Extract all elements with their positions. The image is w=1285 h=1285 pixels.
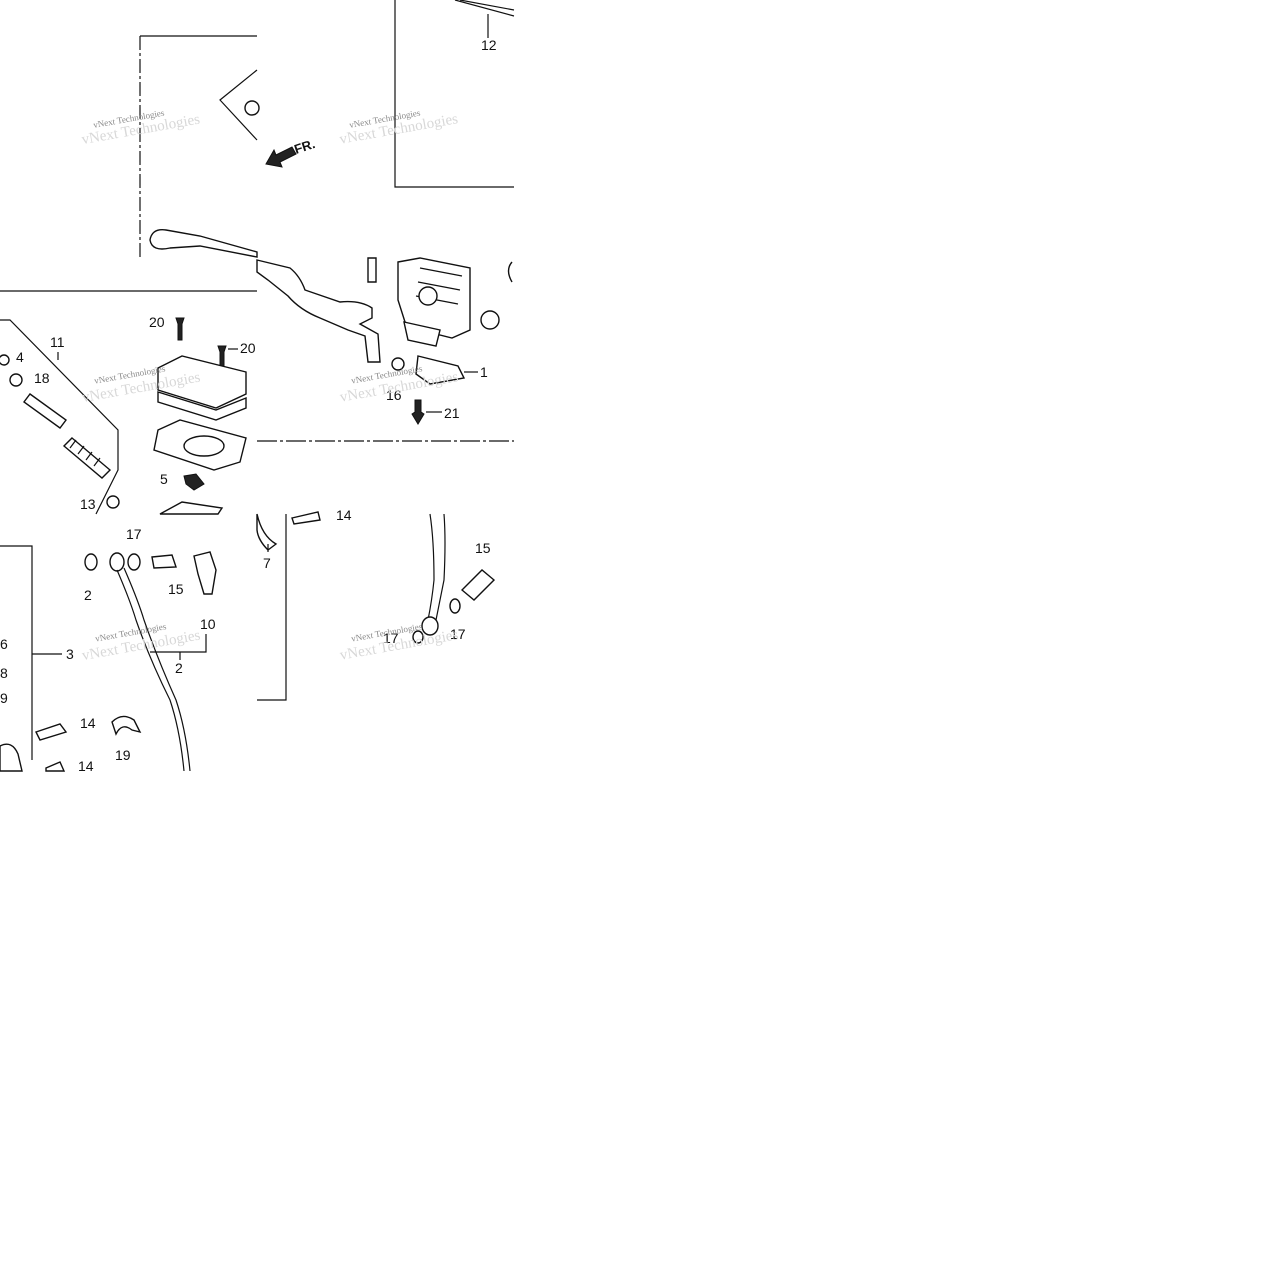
frame-line: [0, 545, 33, 760]
callout-18: 18: [34, 370, 50, 386]
part-17-washer: [412, 630, 424, 644]
part-19-clip: [111, 715, 142, 736]
callout-5: 5: [160, 471, 168, 487]
callout-1: 1: [480, 364, 488, 380]
edge-part: [507, 261, 513, 283]
callout-4: 4: [16, 349, 24, 365]
brake-hose: [123, 567, 191, 772]
callout-21: 21: [444, 405, 460, 421]
part-5-screw: [183, 473, 205, 491]
part-12-hose: [454, 0, 515, 17]
front-arrow-icon: [265, 146, 297, 168]
part-15-bolt: [460, 569, 496, 601]
callout-17: 2: [84, 587, 92, 603]
spring-coils: [69, 439, 101, 467]
mount: [403, 321, 441, 347]
leader-line: [150, 634, 207, 653]
tile-top-middle: 12: [394, 0, 515, 188]
part-4: [0, 354, 10, 366]
tile-top-left: FR.: [139, 35, 317, 257]
callout-7: 7: [263, 555, 271, 571]
part-14-bolt: [45, 761, 66, 772]
reservoir-cap: [157, 355, 247, 409]
frame-line: [257, 514, 287, 701]
part-16-washer: [391, 357, 405, 371]
callout-14: 14: [78, 758, 94, 774]
part-14-bolt: [291, 511, 321, 525]
callout-17: 17: [383, 630, 399, 646]
part-20-screw: [217, 345, 227, 367]
bolt-head: [244, 100, 260, 116]
tile-master-cylinder: 1 16 21: [257, 257, 514, 442]
frame-line: [394, 0, 514, 188]
part-1-holder: [415, 355, 466, 385]
brake-lever: [149, 229, 381, 363]
part-15-bolt: [151, 554, 177, 569]
callout-10: 10: [200, 616, 216, 632]
callout-19: 19: [115, 747, 131, 763]
diaphragm-center: [183, 435, 225, 457]
callout-15: 15: [475, 540, 491, 556]
caliper-top: [159, 501, 224, 515]
tile-reservoir-parts: 11 4 18 20 20 5 13: [0, 290, 257, 515]
callout-3: 3: [66, 646, 74, 662]
callout-14: 14: [80, 715, 96, 731]
direction-label: FR.: [292, 136, 317, 157]
part-13: [106, 495, 120, 509]
callout-2: 2: [175, 660, 183, 676]
callout-11: 11: [50, 334, 65, 350]
brake-hose: [116, 569, 185, 772]
part-17-washer: [127, 553, 141, 571]
callout-13: 13: [80, 496, 96, 512]
part-14-bolt: [35, 723, 68, 741]
clamp-bolt: [480, 310, 500, 330]
banjo-eye: [109, 552, 125, 572]
callout-16: 16: [386, 387, 402, 403]
part-17-washer: [84, 553, 98, 571]
callout-12: 12: [481, 37, 497, 53]
banjo-eye: [421, 616, 439, 636]
part-10-cap: [193, 551, 217, 595]
callout-6: 6: [0, 636, 8, 652]
brake-hose: [427, 513, 435, 621]
callout-15: 15: [168, 581, 184, 597]
part-18-ring: [9, 373, 23, 387]
callout-20: 20: [149, 314, 165, 330]
cylinder-port: [418, 286, 438, 306]
part-20-screw: [175, 317, 185, 341]
inset-frame: [219, 69, 258, 141]
watermarks: vNext Technologies vNext Technologies vN…: [80, 108, 459, 665]
callout-9: 9: [0, 690, 8, 706]
callout-14: 14: [336, 507, 352, 523]
callout-17: 17: [450, 626, 466, 642]
part-17-washer: [449, 598, 461, 614]
callout-20: 20: [240, 340, 256, 356]
screw: [367, 257, 377, 283]
bracket: [256, 513, 278, 551]
brake-hose: [435, 513, 446, 621]
plate: [157, 391, 247, 421]
tile-hose: 2 17 15 10 2 3 6 8 9 14 19 14: [0, 526, 217, 774]
callout-8: 8: [0, 665, 8, 681]
piston: [23, 393, 67, 429]
part-21-screw: [411, 399, 425, 425]
piston-kit-frame: [0, 319, 119, 515]
callout-17: 17: [126, 526, 142, 542]
tile-lower-hose: 7 14 15 17 17: [256, 507, 496, 701]
caliper-edge: [0, 743, 23, 772]
